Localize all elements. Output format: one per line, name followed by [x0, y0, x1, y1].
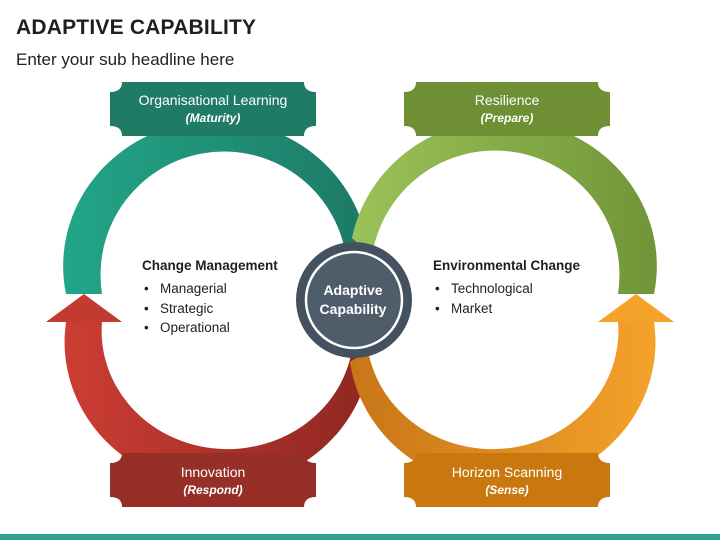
right-panel: Environmental Change Technological Marke…: [433, 258, 580, 318]
center-label-line1: Adaptive: [323, 282, 383, 298]
box-bottom-left: [110, 453, 316, 507]
box-top-right-title: Resilience: [474, 92, 540, 108]
page-title: ADAPTIVE CAPABILITY: [16, 16, 257, 39]
box-bottom-left-subtitle: (Respond): [183, 483, 243, 497]
left-panel-heading: Change Management: [142, 258, 278, 273]
center-label-line2: Capability: [319, 301, 387, 317]
arc-top-left: [63, 120, 366, 295]
left-panel: Change Management Managerial Strategic O…: [142, 258, 278, 338]
arc-bottom-left: [64, 322, 370, 488]
box-bottom-right-title: Horizon Scanning: [451, 464, 563, 480]
left-panel-list: Managerial Strategic Operational: [142, 279, 278, 338]
center-circle: [304, 250, 404, 350]
box-top-left: [110, 82, 316, 136]
box-top-right: [404, 82, 610, 136]
box-bottom-right-text: Horizon Scanning (Sense): [405, 463, 609, 499]
bottom-accent-bar: [0, 534, 720, 540]
box-top-left-title: Organisational Learning: [138, 92, 288, 108]
list-item: Strategic: [142, 299, 278, 319]
list-item: Managerial: [142, 279, 278, 299]
box-bottom-right: [404, 453, 610, 507]
box-top-left-subtitle: (Maturity): [185, 111, 241, 125]
box-top-left-text: Organisational Learning (Maturity): [111, 91, 315, 127]
box-bottom-left-title: Innovation: [180, 464, 246, 480]
arc-top-right: [352, 119, 657, 295]
list-item: Market: [433, 299, 580, 319]
center-label: Adaptive Capability: [306, 281, 400, 319]
box-bottom-right-subtitle: (Sense): [485, 483, 529, 497]
page-subtitle: Enter your sub headline here: [16, 50, 235, 69]
box-top-right-subtitle: (Prepare): [480, 111, 534, 125]
box-bottom-left-text: Innovation (Respond): [111, 463, 315, 499]
right-panel-list: Technological Market: [433, 279, 580, 318]
list-item: Operational: [142, 318, 278, 338]
right-panel-heading: Environmental Change: [433, 258, 581, 273]
arc-bottom-right: [350, 322, 656, 488]
arrow-up-right: [598, 294, 674, 322]
list-item: Technological: [433, 279, 580, 299]
box-top-right-text: Resilience (Prepare): [405, 91, 609, 127]
arrow-up-left: [46, 294, 122, 322]
